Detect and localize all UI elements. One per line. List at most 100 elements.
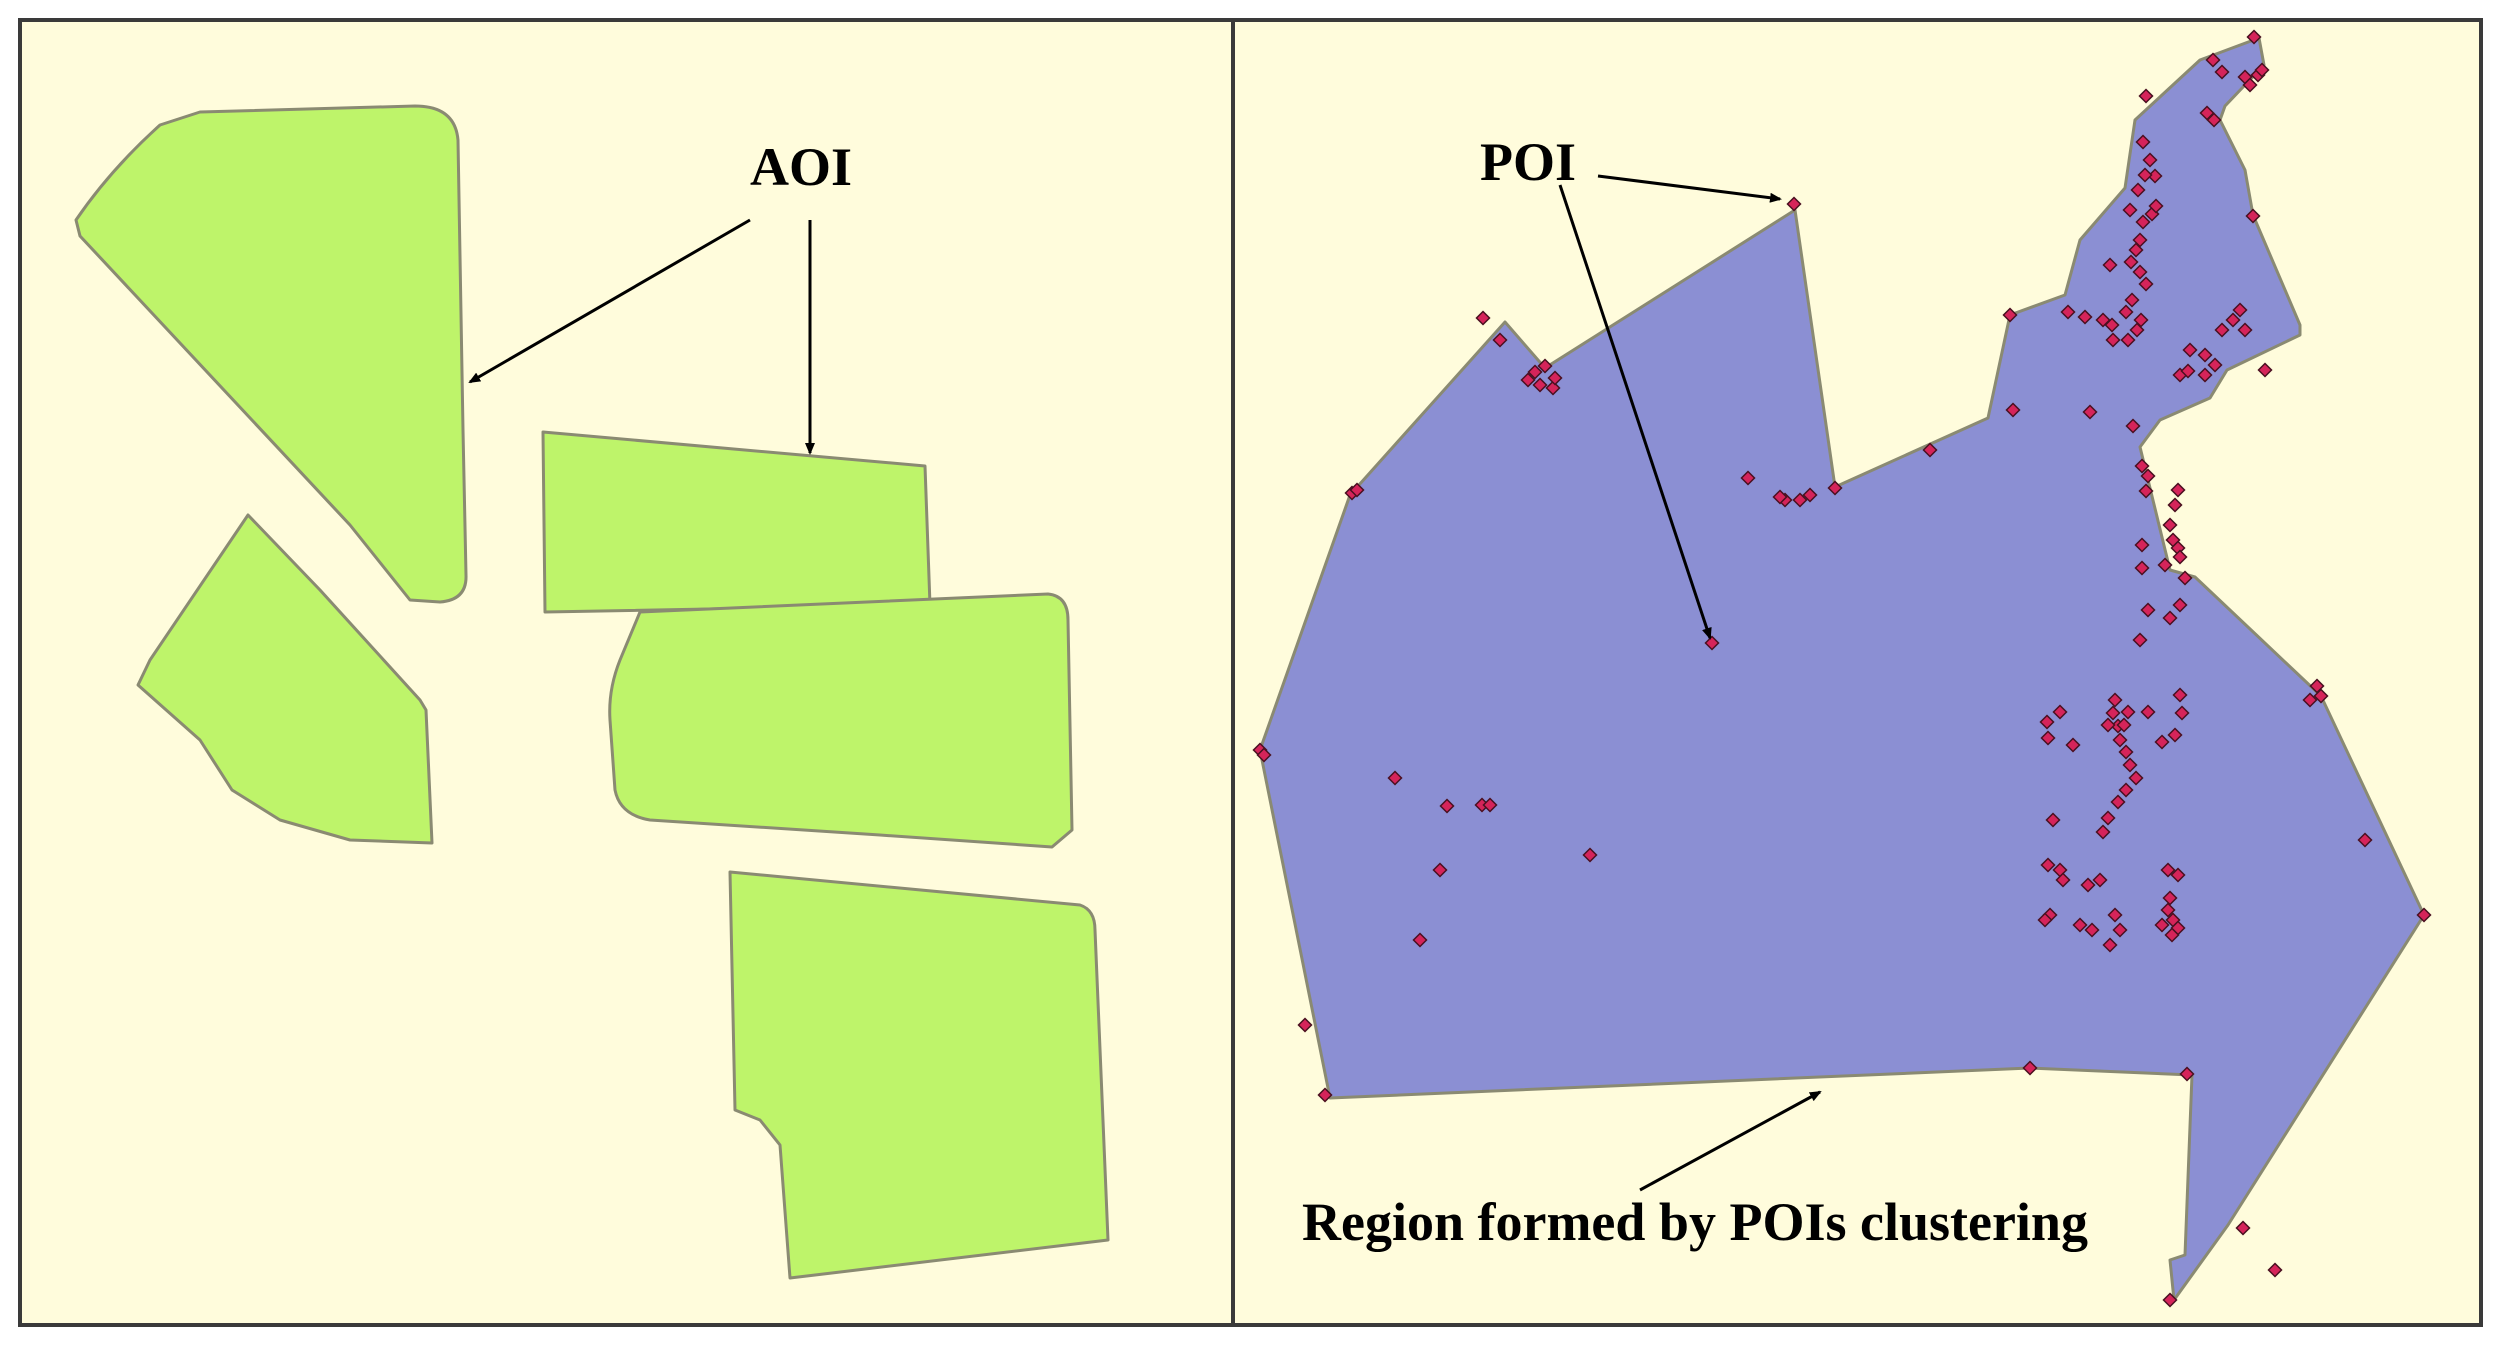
aoi-polygon (74, 104, 468, 604)
poi-marker (1740, 470, 1756, 486)
poi-marker (1520, 372, 1536, 388)
poi-marker (2120, 332, 2136, 348)
poi-marker (2172, 549, 2188, 565)
poi-marker (2246, 29, 2262, 45)
poi-marker (2170, 482, 2186, 498)
poi-marker (2302, 692, 2318, 708)
poi-marker (2045, 812, 2061, 828)
poi-marker (2040, 857, 2056, 873)
poi-label: POI (1480, 132, 1576, 192)
poi-marker (2052, 704, 2068, 720)
poi-marker (2112, 732, 2128, 748)
poi-marker (1772, 489, 1788, 505)
poi-marker (2060, 304, 2076, 320)
poi-marker (2242, 77, 2258, 93)
figure-frame (18, 18, 2483, 1327)
poi-marker (2235, 1220, 2251, 1236)
poi-marker (2162, 1292, 2178, 1308)
poi-marker (2134, 537, 2150, 553)
poi-marker (2118, 304, 2134, 320)
poi-marker (2002, 307, 2018, 323)
poi-marker (2172, 687, 2188, 703)
poi-marker (2110, 794, 2126, 810)
poi-marker (2102, 937, 2118, 953)
poi-marker (2167, 727, 2183, 743)
poi-marker (2134, 560, 2150, 576)
poi-marker (2123, 254, 2139, 270)
poi-marker (2129, 322, 2145, 338)
poi-marker (2132, 632, 2148, 648)
poi-marker (2095, 824, 2111, 840)
poi-marker (2182, 342, 2198, 358)
poi-marker (2180, 363, 2196, 379)
poi-marker (2135, 134, 2151, 150)
poi-marker (2177, 570, 2193, 586)
poi-marker (2120, 704, 2136, 720)
poi-marker (2167, 497, 2183, 513)
poi-marker (2040, 730, 2056, 746)
poi-marker (1582, 847, 1598, 863)
poi-marker (2039, 714, 2055, 730)
poi-marker (2254, 62, 2270, 78)
poi-marker (1545, 380, 1561, 396)
poi-marker (1256, 747, 1272, 763)
poi-marker (2172, 597, 2188, 613)
poi-marker (2232, 302, 2248, 318)
poi-marker (2112, 922, 2128, 938)
poi-marker (2164, 927, 2180, 943)
poi-marker (2162, 517, 2178, 533)
poi-marker (2214, 64, 2230, 80)
poi-marker (2179, 1066, 2195, 1082)
poi-marker (2130, 182, 2146, 198)
poi-marker (2197, 347, 2213, 363)
poi-marker (2107, 907, 2123, 923)
poi-marker (2122, 757, 2138, 773)
poi-marker (1349, 482, 1365, 498)
poi-marker (2037, 912, 2053, 928)
poi-marker (1827, 480, 1843, 496)
poi-points (1252, 29, 2432, 1308)
poi-marker (2132, 264, 2148, 280)
poi-marker (2154, 917, 2170, 933)
aoi-polygon (608, 592, 1074, 849)
aoi-polygon (728, 870, 1110, 1280)
poi-marker (2140, 468, 2156, 484)
poi-marker (1412, 932, 1428, 948)
poi-marker (2160, 902, 2176, 918)
poi-marker (2142, 152, 2158, 168)
poi-marker (1792, 492, 1808, 508)
poi-marker (2207, 357, 2223, 373)
poi-marker (2065, 737, 2081, 753)
poi-marker (2125, 418, 2141, 434)
poi-marker (2072, 917, 2088, 933)
poi-marker (1802, 487, 1818, 503)
poi-marker (2138, 88, 2154, 104)
poi-marker (2206, 112, 2222, 128)
poi-marker (1786, 196, 1802, 212)
region-arrow (1639, 1090, 1822, 1192)
poi-arrow-down (1558, 184, 1712, 640)
aoi-arrow-left (468, 218, 751, 384)
poi-marker (2022, 1060, 2038, 1076)
poi-marker (2148, 198, 2164, 214)
poi-marker (2105, 705, 2121, 721)
poi-marker (1532, 377, 1548, 393)
poi-marker (1527, 364, 1543, 380)
poi-arrow-right (1597, 174, 1782, 203)
region-label: Region formed by POIs clustering (1302, 1192, 2088, 1252)
poi-marker (1922, 442, 1938, 458)
poi-marker (2107, 692, 2123, 708)
aoi-polygon (136, 513, 434, 845)
poi-marker (1482, 797, 1498, 813)
poi-marker (2174, 705, 2190, 721)
poi-marker (2197, 367, 2213, 383)
poi-marker (2100, 717, 2116, 733)
poi-marker (2055, 872, 2071, 888)
poi-marker (2313, 688, 2329, 704)
poi-marker (2257, 362, 2273, 378)
poi-marker (1387, 770, 1403, 786)
poi-marker (2116, 717, 2132, 733)
poi-marker (2100, 810, 2116, 826)
poi-marker (2267, 1262, 2283, 1278)
poi-marker (2157, 557, 2173, 573)
